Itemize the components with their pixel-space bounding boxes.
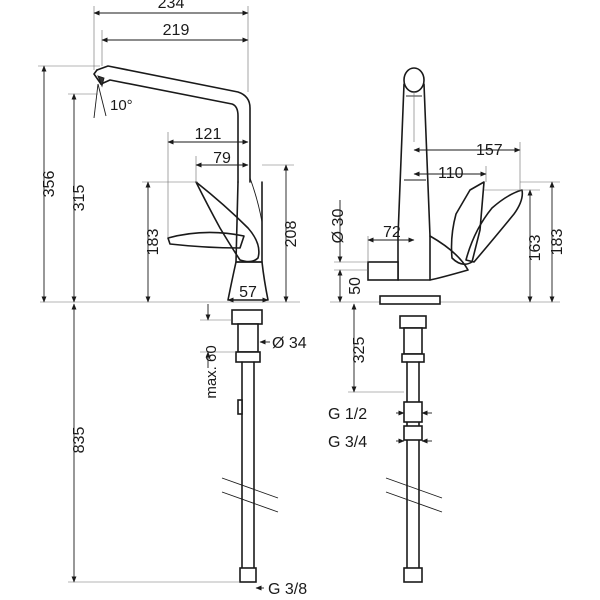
- side-body-height-label: 208: [283, 221, 300, 248]
- side-spout-height-label: 315: [71, 185, 88, 212]
- side-view: 234 219 10° 121 79 356 315 183 208: [38, 0, 307, 598]
- side-base-diameter-label: 57: [239, 284, 257, 301]
- side-lever-height-label: 183: [145, 229, 162, 256]
- side-lever-offset-label: 121: [195, 126, 222, 143]
- front-thread-large-label: G 3/4: [328, 434, 367, 451]
- front-view: 157 110 Ø 30 72 50 163 183 325 G 1/2: [328, 67, 566, 583]
- front-thread-small-label: G 1/2: [328, 406, 367, 423]
- side-hose-length-label: 835: [71, 427, 88, 454]
- side-spout-angle-label: 10°: [110, 97, 133, 114]
- front-connector-height-label: 50: [347, 277, 364, 295]
- side-total-height-label: 356: [41, 171, 58, 198]
- front-shank-length-label: 325: [351, 337, 368, 364]
- side-hose-thread-label: G 3/8: [268, 581, 307, 598]
- side-shank-diameter-label: Ø 34: [272, 335, 307, 352]
- side-overall-width-label: 234: [158, 0, 185, 12]
- front-lever-inner-label: 110: [438, 165, 464, 182]
- side-spout-reach-label: 219: [163, 22, 190, 39]
- front-lever-height-outer-label: 183: [549, 229, 566, 256]
- front-connector-offset-label: 72: [383, 224, 401, 241]
- side-deck-thickness-label: max. 60: [203, 345, 220, 398]
- side-lever-inner-label: 79: [213, 150, 231, 167]
- front-connector-diameter-label: Ø 30: [330, 209, 347, 244]
- front-lever-reach-label: 157: [476, 142, 503, 159]
- front-lever-height-inner-label: 163: [527, 235, 544, 262]
